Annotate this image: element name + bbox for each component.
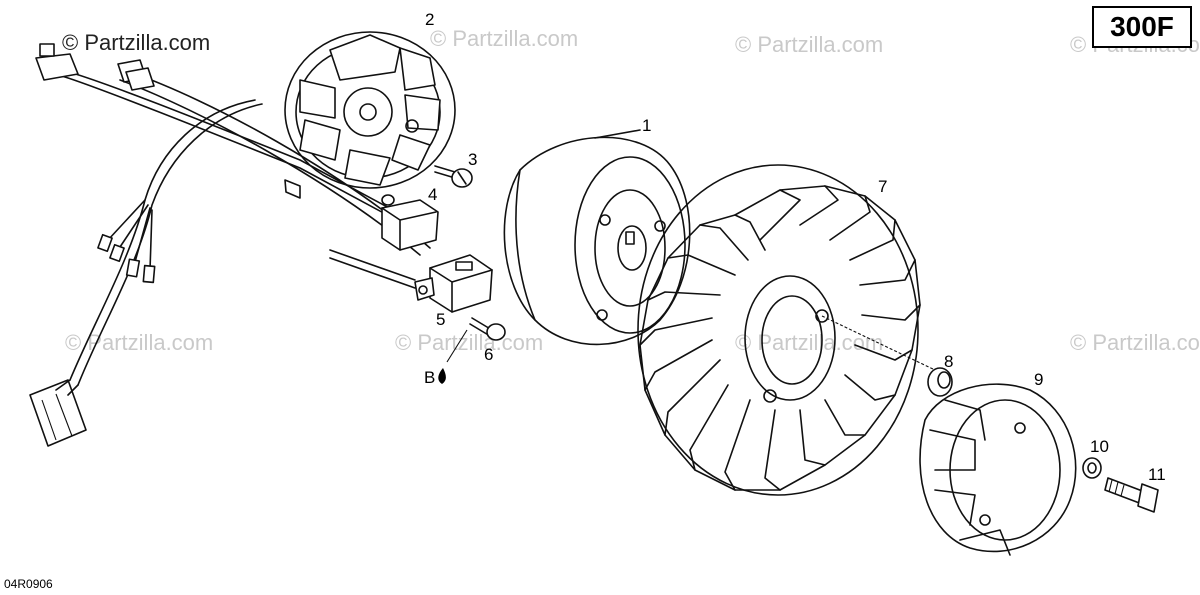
callout-10: 10 <box>1090 437 1109 456</box>
part-rotor <box>503 129 691 346</box>
callout-2: 2 <box>425 10 434 29</box>
fan-blades <box>639 185 921 491</box>
callout-3: 3 <box>468 150 477 169</box>
callout-4: 4 <box>428 185 437 204</box>
part-trigger-coil-4 <box>381 194 439 251</box>
watermark-top-right: © Partzilla.com <box>735 32 883 57</box>
callout-8: 8 <box>944 352 953 371</box>
part-screw-3 <box>434 165 473 188</box>
watermark-mid-right: © Partzilla.com <box>735 330 883 355</box>
callout-5: 5 <box>436 310 445 329</box>
callout-1: 1 <box>642 116 651 135</box>
part-fan <box>637 164 921 496</box>
callout-11: 11 <box>1148 465 1166 484</box>
part-screw-6 <box>469 317 506 341</box>
part-spacer-8 <box>821 315 953 397</box>
drop-icon <box>438 368 446 384</box>
marker-label: B <box>424 368 435 387</box>
part-bolt-11 <box>1104 477 1159 513</box>
callout-7: 7 <box>878 177 887 196</box>
watermark-top-left: © Partzilla.com <box>62 30 210 55</box>
watermark-mid-far-right: © Partzilla.com <box>1070 330 1200 355</box>
watermark-mid-center: © Partzilla.com <box>395 330 543 355</box>
part-stator <box>284 31 456 199</box>
part-coil-5 <box>414 254 493 313</box>
part-washer-10 <box>1082 457 1102 479</box>
model-label-box: 300F <box>1092 6 1192 48</box>
wiring-harness <box>29 43 431 447</box>
watermark-top-center: © Partzilla.com <box>430 26 578 51</box>
reference-code: 04R0906 <box>4 577 53 591</box>
thread-locker-marker: B <box>424 329 468 387</box>
callout-6: 6 <box>484 345 493 364</box>
callout-9: 9 <box>1034 370 1043 389</box>
part-starter-cup <box>919 383 1077 556</box>
